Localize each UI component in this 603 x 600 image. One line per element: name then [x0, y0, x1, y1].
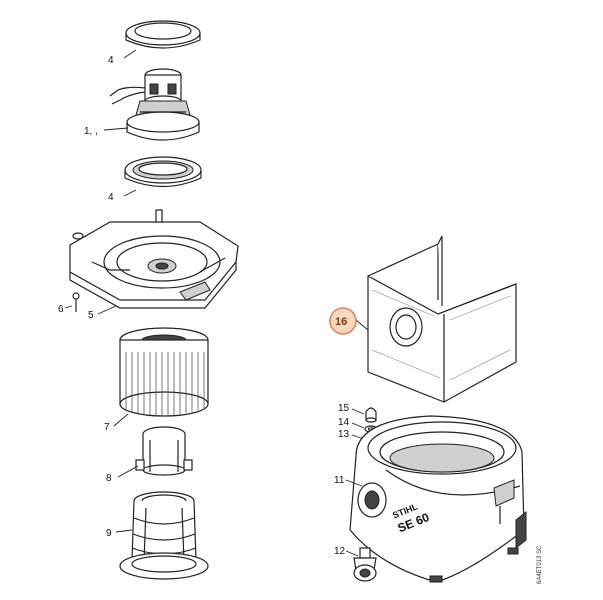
label-11: 11: [334, 475, 345, 486]
part-float-cage[interactable]: [135, 426, 193, 476]
leader-11: [345, 479, 363, 487]
label-5: 5: [88, 310, 94, 321]
part-filter-basket[interactable]: [119, 491, 209, 580]
callout-highlight-16[interactable]: 16: [329, 307, 357, 335]
leader-9: [115, 529, 133, 533]
part-motor[interactable]: [109, 68, 200, 141]
leader-16: [355, 319, 369, 331]
label-13: 13: [338, 429, 350, 440]
label-9: 9: [106, 528, 112, 539]
part-cartridge-filter[interactable]: [119, 327, 209, 417]
leader-7: [113, 413, 129, 427]
label-6: 6: [58, 304, 64, 315]
label-8: 8: [106, 473, 112, 484]
label-4b: 4: [108, 192, 114, 203]
label-7: 7: [104, 422, 110, 433]
label-16: 16: [335, 316, 347, 328]
leader-12: [345, 550, 359, 557]
drawing-code: 6A4ET013 SC: [537, 545, 543, 584]
leader-15: [351, 408, 365, 415]
label-14: 14: [338, 417, 350, 428]
part-filter-bag[interactable]: [367, 235, 517, 403]
leader-4a: [123, 49, 137, 59]
leader-1: [103, 127, 129, 131]
label-1: 1, ,: [84, 126, 98, 137]
part-gasket-ring-lower[interactable]: [124, 156, 202, 187]
leader-5: [97, 305, 117, 315]
leader-8: [117, 465, 139, 478]
part-container[interactable]: [349, 415, 527, 583]
part-gasket-ring-top[interactable]: [125, 20, 201, 49]
part-housing-plate[interactable]: [69, 209, 239, 309]
leader-6: [64, 305, 73, 309]
part-screw[interactable]: [72, 292, 80, 312]
part-castor-wheel[interactable]: [353, 547, 377, 582]
part-cap-nut[interactable]: [365, 407, 377, 423]
label-12: 12: [334, 546, 346, 557]
label-15: 15: [338, 403, 350, 414]
leader-4b: [123, 189, 137, 197]
label-4a: 4: [108, 55, 114, 66]
leader-14: [351, 422, 365, 429]
